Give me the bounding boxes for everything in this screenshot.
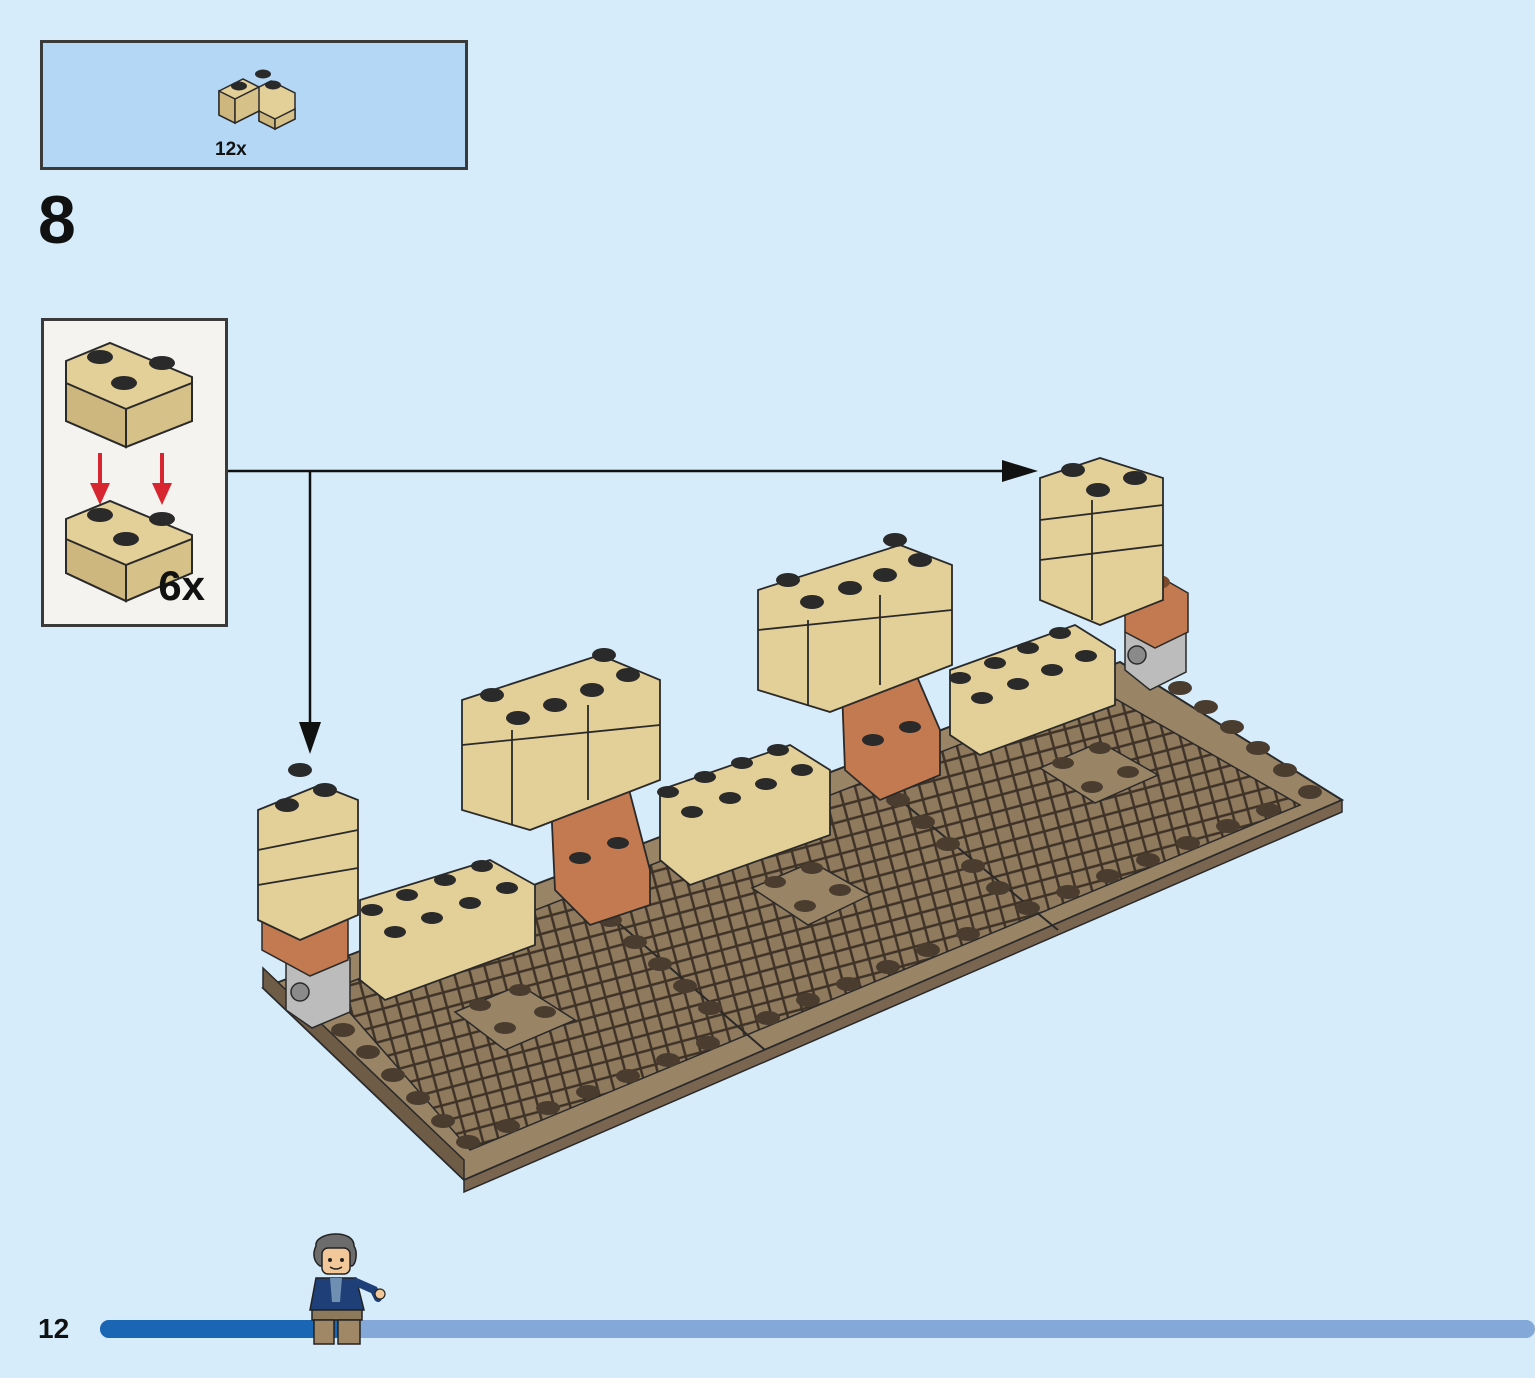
page-number: 12 <box>38 1313 70 1344</box>
stacked-corner-bricks-icon <box>65 341 193 603</box>
placement-arrows <box>228 460 1038 754</box>
progress-track <box>100 1320 1535 1338</box>
base-plate <box>261 660 1345 1194</box>
sub-assembly-box: 6x <box>41 318 228 627</box>
minifigure-icon <box>309 1233 386 1345</box>
tan-studs <box>275 463 1147 938</box>
step-number: 8 <box>38 182 76 258</box>
parts-list-box: 12x <box>40 40 468 170</box>
progress-fill <box>100 1320 344 1338</box>
base-studs <box>331 681 1322 1149</box>
corner-brick-icon <box>218 69 296 131</box>
sub-assembly-count-label: 6x <box>158 562 205 609</box>
parts-count-label: 12x <box>215 139 247 160</box>
